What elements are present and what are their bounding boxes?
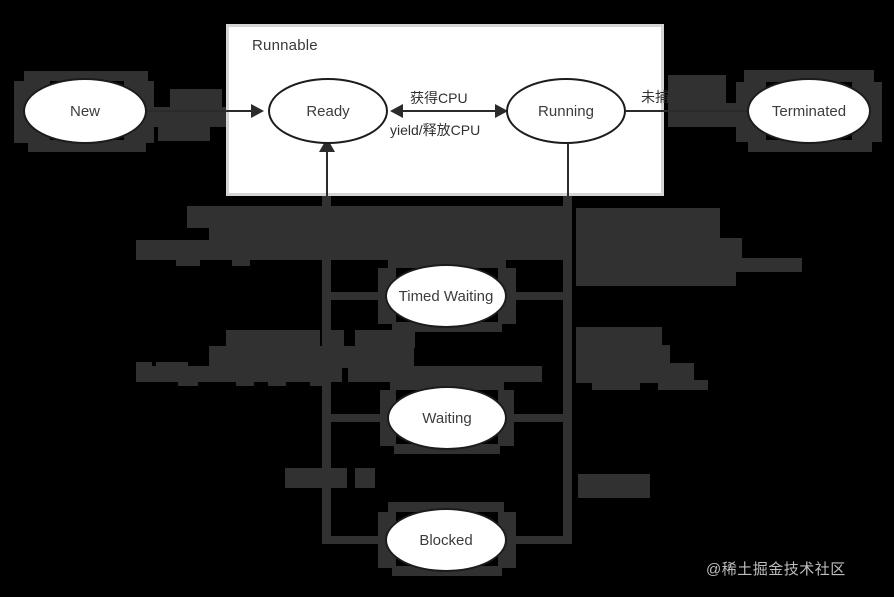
edge-label-uncaught-exception: 未捕 bbox=[641, 89, 669, 105]
redacted-text-block bbox=[576, 363, 694, 383]
rail-right-vertical bbox=[563, 196, 572, 544]
rail-right-to-blocked bbox=[500, 536, 568, 544]
redacted-edge-label bbox=[668, 75, 726, 103]
rail-right-to-waiting bbox=[500, 414, 568, 422]
edge-label-yield-cpu: yield/释放CPU bbox=[390, 122, 481, 138]
redacted-text-block bbox=[576, 262, 736, 286]
edge-new-to-ready bbox=[147, 110, 257, 112]
redacted-text-block bbox=[268, 378, 286, 386]
redacted-text-block bbox=[28, 140, 146, 152]
rail-right-to-timed-waiting bbox=[500, 292, 568, 300]
rail-left-to-waiting bbox=[330, 414, 392, 422]
redacted-text-block bbox=[355, 468, 375, 488]
arrow-running-to-ready bbox=[390, 104, 403, 118]
redacted-text-block bbox=[498, 512, 516, 568]
redacted-text-block bbox=[240, 346, 268, 356]
edge-rail-to-ready bbox=[326, 150, 328, 198]
redacted-text-block bbox=[136, 240, 572, 260]
node-timed-waiting[interactable]: Timed Waiting bbox=[385, 264, 507, 328]
node-running[interactable]: Running bbox=[506, 78, 626, 144]
redacted-text-block bbox=[576, 327, 662, 349]
redacted-text-block bbox=[232, 258, 250, 266]
edge-running-to-terminated bbox=[626, 110, 748, 112]
redacted-text-block bbox=[285, 468, 347, 488]
edge-label-acquire-cpu: 获得CPU bbox=[410, 90, 468, 106]
runnable-group-label: Runnable bbox=[252, 37, 318, 54]
redacted-text-block bbox=[355, 330, 415, 348]
rail-left-to-timed-waiting bbox=[330, 292, 392, 300]
edge-running-to-ready bbox=[392, 110, 510, 112]
node-blocked[interactable]: Blocked bbox=[385, 508, 507, 572]
redacted-text-block bbox=[390, 380, 504, 390]
node-new[interactable]: New bbox=[23, 78, 147, 144]
redacted-text-block bbox=[748, 140, 872, 152]
redacted-text-block bbox=[744, 70, 874, 82]
node-ready[interactable]: Ready bbox=[268, 78, 388, 144]
redacted-text-block bbox=[176, 258, 200, 266]
redacted-text-block bbox=[348, 366, 542, 382]
redacted-text-block bbox=[592, 380, 640, 390]
redacted-text-block bbox=[576, 345, 670, 367]
redacted-edge-label bbox=[170, 89, 222, 107]
redacted-text-block bbox=[658, 380, 708, 390]
watermark: @稀土掘金技术社区 bbox=[706, 561, 846, 578]
rail-left-to-blocked bbox=[330, 536, 392, 544]
arrow-ready-to-running bbox=[495, 104, 508, 118]
edge-running-to-rail bbox=[567, 144, 569, 200]
redacted-text-block bbox=[578, 474, 650, 498]
redacted-text-block bbox=[388, 502, 504, 512]
redacted-text-block bbox=[388, 258, 506, 268]
redacted-text-block bbox=[310, 378, 328, 386]
redacted-edge-label bbox=[148, 107, 226, 127]
redacted-text-block bbox=[24, 71, 148, 81]
redacted-text-block bbox=[236, 378, 254, 386]
arrow-new-to-ready bbox=[251, 104, 264, 118]
redacted-text-block bbox=[178, 378, 198, 386]
redacted-edge-label bbox=[158, 127, 210, 141]
node-waiting[interactable]: Waiting bbox=[387, 386, 507, 450]
node-terminated[interactable]: Terminated bbox=[747, 78, 871, 144]
redacted-text-block bbox=[498, 268, 516, 324]
